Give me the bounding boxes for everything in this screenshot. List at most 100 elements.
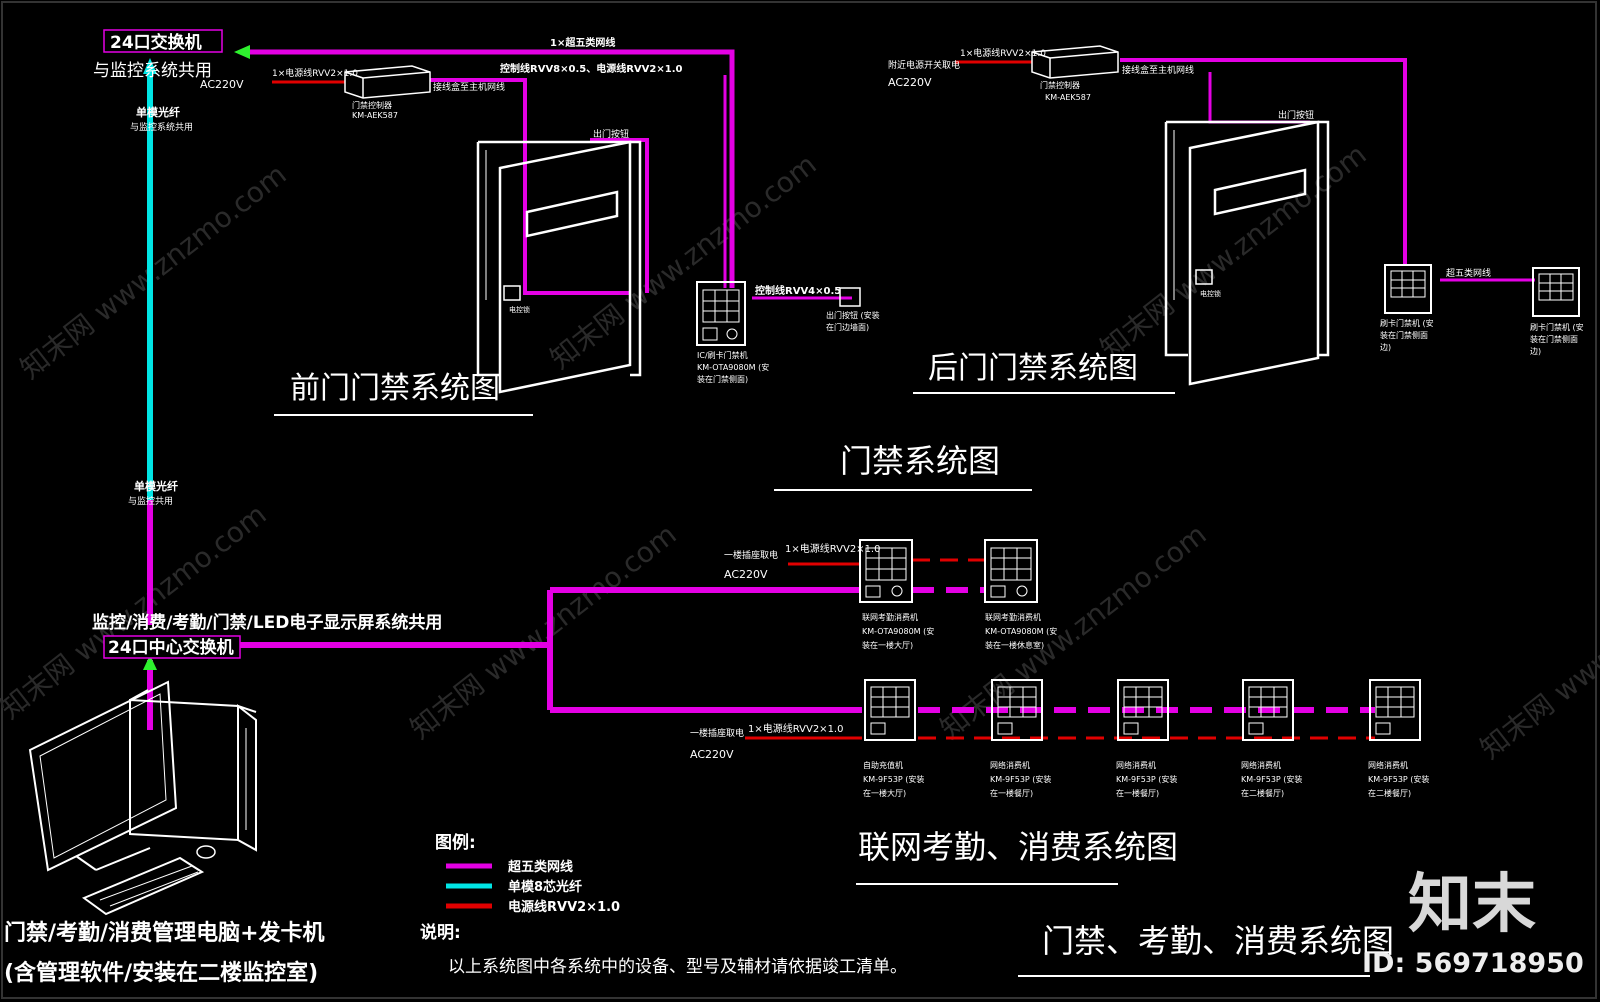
front-lock-icon	[503, 285, 521, 301]
attendance-section: 一楼插座取电 1×电源线RVV2×1.0 AC220V 联网考勤消费机 KM-O…	[690, 539, 1429, 885]
attendance-terminal-2-label-3: 装在一楼休息室)	[985, 640, 1044, 650]
back-reader-1-label-2: 装在门禁侧面	[1380, 330, 1428, 340]
consumption-terminal-label: 自助充值机	[863, 760, 903, 770]
fiber-note-lower-2: 与监控共用	[128, 495, 173, 507]
front-controller-model: KM-AEK587	[352, 111, 398, 120]
fiber-arrow	[143, 58, 157, 74]
front-reader-label-2: KM-OTA9080M (安	[697, 362, 769, 372]
brand-watermark: 知末	[1408, 868, 1536, 942]
attendance-title: 联网考勤、消费系统图	[858, 828, 1178, 866]
back-controller-model: KM-AEK587	[1045, 93, 1091, 102]
consumption-terminal-label: 网络消费机	[1116, 760, 1156, 770]
front-door-section: 1×超五类网线 控制线RVV8×0.5、电源线RVV2×1.0 1×电源线RVV…	[200, 36, 880, 416]
back-lock-icon	[1195, 269, 1213, 285]
exit-button-icon	[839, 287, 861, 307]
legend-title: 图例:	[435, 832, 476, 853]
back-reader-2-label-2: 装在门禁侧面	[1530, 334, 1578, 344]
back-power-src-2: AC220V	[888, 76, 932, 89]
front-reader-icon	[696, 281, 746, 346]
network-line	[244, 49, 735, 288]
uplink-arrow	[143, 655, 157, 670]
attendance-terminal-1-label-2: KM-OTA9080M (安	[862, 626, 934, 636]
back-power-src-1: 附近电源开关取电	[888, 59, 960, 71]
front-door-icon	[476, 140, 642, 394]
center-switch-box	[103, 635, 241, 659]
attendance-power-2-ac: AC220V	[690, 748, 734, 761]
back-reader-2-label-1: 刷卡门禁机 (安	[1530, 322, 1584, 332]
back-reader-2-label-3: 边)	[1530, 346, 1541, 356]
consumption-terminal-label: KM-9F53P (安装	[1116, 774, 1177, 784]
consumption-terminal-label: 在二楼餐厅)	[1368, 788, 1411, 798]
attendance-terminal-2-label-2: KM-OTA9080M (安	[985, 626, 1057, 636]
consumption-terminal-label: 在一楼大厅)	[863, 788, 906, 798]
attendance-terminal-1-label-3: 装在一楼大厅)	[862, 640, 913, 650]
top-switch-shared: 与监控系统共用	[93, 61, 212, 81]
back-button-label: 出门按钮	[1278, 109, 1314, 121]
back-reader-1-label-1: 刷卡门禁机 (安	[1380, 318, 1434, 328]
consumption-terminal-label: KM-9F53P (安装	[1241, 774, 1302, 784]
back-door-title: 后门门禁系统图	[928, 351, 1138, 386]
front-reader-label-3: 装在门禁侧面)	[697, 374, 748, 384]
attendance-power-1-label: 一楼插座取电	[724, 549, 778, 561]
consumption-terminal-icon	[1369, 679, 1421, 741]
fiber-note-lower-1: 单模光纤	[134, 479, 178, 493]
consumption-terminal-label: KM-9F53P (安装	[990, 774, 1051, 784]
network-line	[430, 78, 630, 295]
consumption-terminal-label: 网络消费机	[1241, 760, 1281, 770]
consumption-terminal-icon	[991, 679, 1043, 741]
legend-label: 电源线RVV2×1.0	[508, 899, 620, 915]
top-switch-box	[103, 29, 223, 53]
consumption-terminal-label: 在一楼餐厅)	[990, 788, 1033, 798]
back-link-label: 超五类网线	[1446, 267, 1491, 279]
front-exit-label-2: 在门边墙面)	[826, 322, 869, 332]
front-reader-cable: 控制线RVV4×0.5	[755, 284, 841, 297]
back-power-cable: 1×电源线RVV2×1.0	[960, 47, 1046, 59]
consumption-terminal-label: KM-9F53P (安装	[863, 774, 924, 784]
legend-label: 超五类网线	[508, 859, 573, 875]
front-exit-label-1: 出门按钮 (安装	[826, 310, 880, 320]
consumption-terminal-label: 网络消费机	[990, 760, 1030, 770]
computer-label-1: 门禁/考勤/消费管理电脑+发卡机	[4, 920, 325, 946]
consumption-terminal-icon	[1117, 679, 1169, 741]
front-controller-label: 门禁控制器	[352, 100, 392, 110]
center-switch-shared: 监控/消费/考勤/门禁/LED电子显示屏系统共用	[92, 612, 442, 633]
fiber-note-upper-1: 单模光纤	[136, 105, 180, 119]
back-lock-label: 电控锁	[1200, 289, 1221, 298]
main-title: 门禁、考勤、消费系统图	[1042, 922, 1394, 960]
attendance-terminal-1-icon	[859, 539, 913, 603]
front-hub-label: 接线盒至主机网线	[433, 81, 505, 93]
attendance-power-1-ac: AC220V	[724, 568, 768, 581]
consumption-terminal-label: KM-9F53P (安装	[1368, 774, 1429, 784]
front-cable-mid: 控制线RVV8×0.5、电源线RVV2×1.0	[500, 62, 683, 75]
network-line	[590, 138, 649, 293]
back-controller-label: 门禁控制器	[1040, 80, 1080, 90]
back-reader-2-icon	[1532, 267, 1580, 317]
network-line	[1120, 58, 1407, 265]
notes-text: 以上系统图中各系统中的设备、型号及辅材请依据竣工清单。	[448, 957, 907, 977]
attendance-terminal-2-label-1: 联网考勤消费机	[985, 612, 1041, 622]
attendance-power-2-label: 一楼插座取电	[690, 727, 744, 739]
back-reader-1-label-3: 边)	[1380, 342, 1391, 352]
attendance-power-2-cable: 1×电源线RVV2×1.0	[748, 722, 843, 735]
computer-label-2: (含管理软件/安装在二楼监控室)	[4, 960, 318, 986]
back-controller-box	[1031, 45, 1119, 79]
attendance-terminal-1-label-1: 联网考勤消费机	[862, 612, 918, 622]
back-door-section: 1×电源线RVV2×1.0 附近电源开关取电 AC220V 门禁控制器 KM-A…	[888, 45, 1584, 394]
attendance-power-1-cable: 1×电源线RVV2×1.0	[785, 542, 880, 555]
legend-label: 单模8芯光纤	[508, 879, 582, 895]
fiber-note-upper-2: 与监控系统共用	[130, 121, 193, 133]
front-reader-label-1: IC/刷卡门禁机	[697, 350, 748, 360]
watermark-id: ID: 569718950	[1362, 948, 1584, 979]
access-system-title: 门禁系统图	[840, 442, 1000, 480]
uplink-arrow	[234, 45, 250, 59]
consumption-terminal-label: 在二楼餐厅)	[1241, 788, 1284, 798]
front-button-label: 出门按钮	[593, 128, 629, 140]
consumption-terminal-icon	[864, 679, 916, 741]
front-door-title: 前门门禁系统图	[290, 371, 500, 406]
back-hub-label: 接线盒至主机网线	[1122, 64, 1194, 76]
front-power-cable: 1×电源线RVV2×1.0	[272, 67, 358, 79]
consumption-terminal-icon	[1242, 679, 1294, 741]
